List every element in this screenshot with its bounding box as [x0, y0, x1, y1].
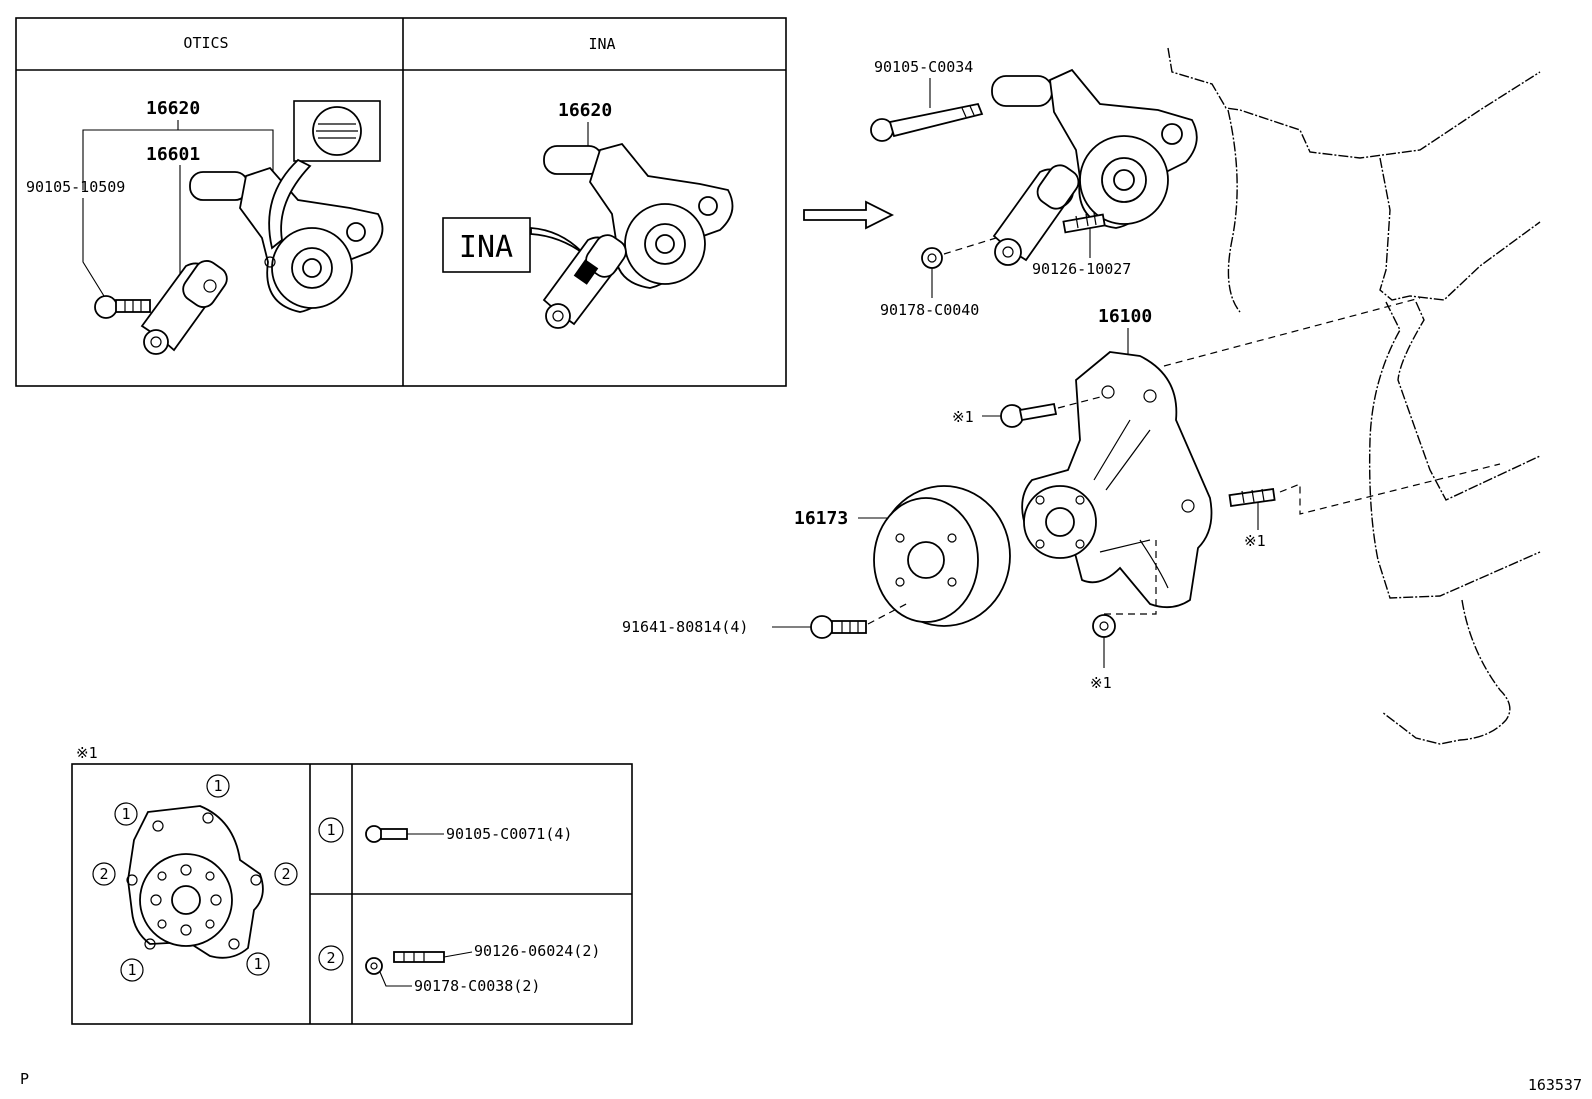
label-16100[interactable]: 16100	[1098, 306, 1152, 327]
label-16173[interactable]: 16173	[794, 508, 848, 529]
legend-part-90178-c0038[interactable]: 90178-C0038(2)	[414, 977, 540, 995]
label-90178-c0040[interactable]: 90178-C0040	[880, 301, 979, 319]
otics-label-16620[interactable]: 16620	[146, 98, 200, 119]
otics-damper	[140, 260, 228, 355]
figure-number: 163537	[1528, 1076, 1582, 1094]
legend-box: ※1 1 1 2 2	[71, 744, 633, 1025]
legend-title: ※1	[76, 744, 98, 762]
otics-header: OTICS	[183, 34, 228, 52]
ina-badge: INA	[442, 217, 531, 273]
legend-pump-sketch	[126, 805, 264, 959]
legend-row-2: 2 90126-06024(2) 90178-C0038(2)	[318, 942, 600, 995]
water-pump-16100: 16100	[1021, 306, 1213, 609]
ref-stud-right: ※1	[1228, 487, 1276, 550]
otics-bolt-90105-10509	[94, 295, 151, 319]
bolt-90105-c0034: 90105-C0034	[870, 58, 984, 142]
otics-label-90105-10509[interactable]: 90105-10509	[26, 178, 125, 196]
callout-2b: 2	[281, 865, 290, 883]
ina-header: INA	[588, 35, 615, 53]
bolt-91641-80814: 91641-80814(4)	[622, 601, 911, 639]
main-tensioner-assembly	[991, 68, 1198, 266]
ref-nut-lower: ※1	[1090, 540, 1157, 692]
label-90126-10027[interactable]: 90126-10027	[1032, 260, 1131, 278]
otics-panel: 16620 16601 90105-10509	[26, 98, 384, 355]
stud-90126-10027: 90126-10027	[1032, 212, 1131, 278]
otics-label-16601[interactable]: 16601	[146, 144, 200, 165]
legend-part-90105-c0071[interactable]: 90105-C0071(4)	[446, 825, 572, 843]
callout-2a: 2	[99, 865, 108, 883]
variant-box: OTICS INA	[15, 17, 787, 387]
engine-block-outline	[1167, 47, 1541, 745]
legend-part-90126-06024[interactable]: 90126-06024(2)	[474, 942, 600, 960]
footer-left-mark: P	[20, 1070, 29, 1088]
ref-mark-upper: ※1	[952, 408, 974, 426]
callout-1b: 1	[121, 805, 130, 823]
ref-mark-right: ※1	[1244, 532, 1266, 550]
callout-1a: 1	[213, 777, 222, 795]
otics-detail-inset	[268, 100, 381, 250]
legend-callouts: 1 1 2 2 1 1	[92, 774, 298, 982]
ref-bolt-upper: ※1	[952, 395, 1105, 428]
legend-row2-num: 2	[326, 949, 335, 967]
callout-1d: 1	[253, 955, 262, 973]
ref-mark-lower: ※1	[1090, 674, 1112, 692]
ina-label-16620[interactable]: 16620	[558, 100, 612, 121]
ina-badge-text: INA	[459, 230, 513, 265]
label-91641-80814[interactable]: 91641-80814(4)	[622, 618, 748, 636]
legend-row-1: 1 90105-C0071(4)	[318, 817, 572, 843]
label-90105-c0034[interactable]: 90105-C0034	[874, 58, 973, 76]
callout-1c: 1	[127, 961, 136, 979]
ina-panel: 16620 INA	[442, 100, 734, 329]
nut-90178-c0040: 90178-C0040	[880, 237, 997, 319]
legend-row1-num: 1	[326, 821, 335, 839]
pulley-16173: 16173	[794, 485, 1011, 627]
ina-damper	[542, 234, 627, 329]
transition-arrow-icon	[803, 200, 895, 230]
